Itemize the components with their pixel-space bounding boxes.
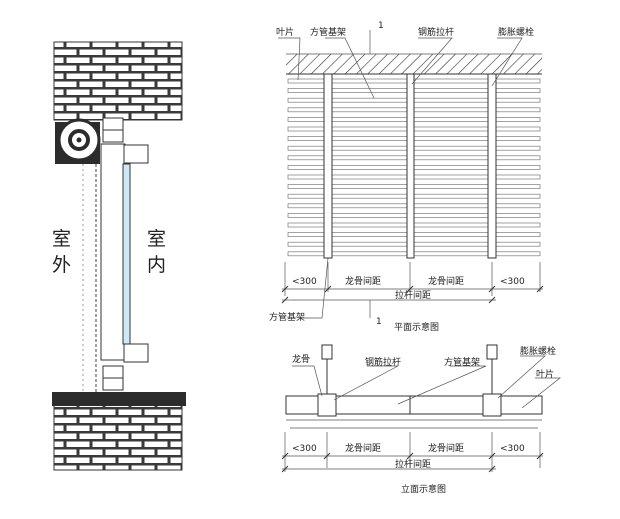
plan-dim-keel-spacing-1: 龙骨间距 bbox=[345, 275, 381, 287]
plan-blade-label: 叶片 bbox=[276, 26, 294, 38]
indoor-label-char-2: 内 bbox=[147, 254, 166, 276]
elevation-keel-left bbox=[317, 344, 337, 417]
window-frame-top-b bbox=[102, 129, 124, 143]
plan-dim-keel-spacing-2: 龙骨间距 bbox=[428, 275, 464, 287]
window-frame-bottom-a bbox=[102, 365, 124, 379]
elevation-dim-keel-spacing-2: 龙骨间距 bbox=[428, 442, 464, 454]
outdoor-label-char-1: 室 bbox=[52, 228, 71, 250]
plan-dimension-lines bbox=[281, 262, 544, 304]
plan-keel-right bbox=[487, 73, 497, 259]
window-sill-slab bbox=[52, 392, 186, 406]
sash-top bbox=[123, 144, 149, 164]
elevation-keel-label: 龙骨 bbox=[292, 353, 310, 365]
window-frame bbox=[100, 143, 126, 361]
outdoor-label-char-2: 外 bbox=[52, 254, 71, 276]
elevation-keel-right bbox=[482, 344, 502, 417]
plan-dim-left-edge: <300 bbox=[292, 277, 317, 287]
window-frame-bottom-b bbox=[102, 377, 124, 391]
elevation-steel-tie-rod-label: 钢筋拉杆 bbox=[365, 356, 401, 368]
glass-pane bbox=[122, 163, 131, 345]
plan-steel-tie-rod-label: 钢筋拉杆 bbox=[418, 26, 454, 38]
plan-square-tube-frame-label: 方管基架 bbox=[310, 26, 346, 38]
sash-bottom bbox=[123, 343, 149, 363]
plan-square-tube-frame-bottom-label: 方管基架 bbox=[269, 311, 305, 323]
wall-section: 室 外 室 内 bbox=[52, 41, 186, 471]
plan-dim-tie-rod-spacing: 拉杆间距 bbox=[395, 289, 431, 301]
indoor-label-char-1: 室 bbox=[147, 228, 166, 250]
elevation-view-title: 立面示意图 bbox=[401, 483, 446, 495]
elevation-view: 龙骨 钢筋拉杆 方管基架 膨胀螺栓 叶片 <300 龙骨间距 龙骨间距 <300… bbox=[281, 344, 562, 495]
plan-dim-right-edge: <300 bbox=[500, 277, 525, 287]
plan-tie-rod-middle bbox=[406, 73, 415, 259]
lower-brick-wall bbox=[53, 404, 183, 471]
elevation-square-tube-frame bbox=[285, 395, 543, 415]
elevation-dim-keel-spacing-1: 龙骨间距 bbox=[345, 442, 381, 454]
section-mark-bottom: 1 bbox=[376, 317, 382, 327]
plan-expansion-bolt-label: 膨胀螺栓 bbox=[498, 26, 534, 38]
plan-view: 1 1 叶片 方管基架 钢筋拉杆 膨胀螺栓 方管基架 bbox=[269, 21, 544, 333]
roller-shutter-box bbox=[55, 118, 101, 164]
elevation-dimension-lines bbox=[281, 432, 544, 473]
elevation-dim-tie-rod-spacing: 拉杆间距 bbox=[395, 458, 431, 470]
upper-brick-wall bbox=[53, 41, 183, 121]
window-frame-top-a bbox=[102, 117, 124, 131]
plan-view-title: 平面示意图 bbox=[394, 321, 439, 333]
elevation-blade-label: 叶片 bbox=[536, 368, 554, 380]
ceiling-slab-hatch bbox=[286, 54, 542, 74]
plan-keel-left bbox=[323, 73, 333, 259]
elevation-square-tube-frame-label: 方管基架 bbox=[444, 356, 480, 368]
elevation-dim-left-edge: <300 bbox=[292, 444, 317, 454]
section-mark-top: 1 bbox=[378, 21, 384, 31]
elevation-expansion-bolt-label: 膨胀螺栓 bbox=[520, 345, 556, 357]
elevation-dim-right-edge: <300 bbox=[500, 444, 525, 454]
